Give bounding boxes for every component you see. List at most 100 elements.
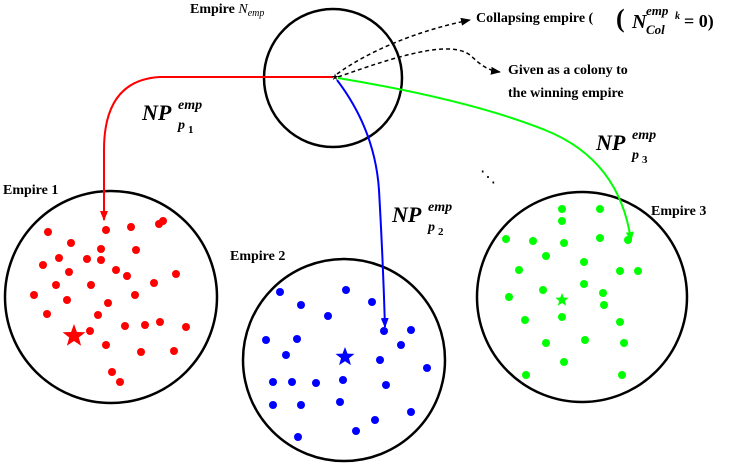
empire-3-circle (475, 190, 689, 404)
colony-dot (624, 236, 632, 244)
empire-1-colonies (30, 217, 190, 386)
colony-dot (293, 335, 301, 343)
collapsing-eq: = 0) (684, 11, 714, 32)
colony-dot (581, 336, 589, 344)
given-colony-line1: Given as a colony to (508, 63, 628, 78)
colony-dot (102, 226, 110, 234)
svg-text:1: 1 (188, 124, 194, 136)
colony-dot (102, 341, 110, 349)
colony-dot (269, 401, 277, 409)
colony-dot (87, 281, 95, 289)
colony-dot (282, 351, 290, 359)
colony-dot (522, 371, 530, 379)
svg-text:NP: NP (391, 202, 422, 227)
colony-dot (529, 237, 537, 245)
colony-dot (262, 336, 270, 344)
colony-dot (423, 364, 431, 372)
colony-dot (86, 327, 94, 335)
weakest-empire-label: Empire Nemp (190, 2, 264, 19)
colony-dot (94, 311, 102, 319)
colony-dot (159, 217, 167, 225)
colony-dot (560, 239, 568, 247)
colony-dot (97, 245, 105, 253)
colony-dot (616, 267, 624, 275)
colony-dot (502, 235, 510, 243)
colony-dot (352, 427, 360, 435)
colony-dot (382, 381, 390, 389)
colony-dot (67, 239, 75, 247)
colony-dot (376, 356, 384, 364)
colony-dot (596, 205, 604, 213)
given-colony-line2: the winning empire (508, 86, 624, 101)
empire-1-imperialist-star (62, 324, 86, 346)
colony-dot (104, 299, 112, 307)
colony-dot (121, 322, 129, 330)
colony-dot (141, 321, 149, 329)
colony-dot (127, 223, 135, 231)
colony-dot (131, 291, 139, 299)
colony-dot (44, 228, 52, 236)
colony-dot (558, 217, 566, 225)
colony-dot (182, 323, 190, 331)
colony-dot (539, 286, 547, 294)
probability-label-2: NP emp p 2 (391, 200, 452, 238)
colony-dot (30, 291, 38, 299)
collapsing-prefix: Collapsing empire ( (476, 11, 594, 26)
colony-dot (39, 261, 47, 269)
probability-label-1: NP emp p 1 (141, 98, 202, 136)
colony-dot (342, 286, 350, 294)
empire-3-imperialist-star (555, 293, 569, 306)
empire-3-colonies (502, 205, 642, 379)
colony-dot (132, 246, 140, 254)
colony-dot (407, 326, 415, 334)
colony-dot (324, 312, 332, 320)
colony-dot (560, 358, 568, 366)
svg-text:p: p (631, 148, 639, 163)
colony-dot (521, 316, 529, 324)
svg-text:NP: NP (595, 130, 626, 155)
colony-dot (380, 327, 388, 335)
colony-dot (620, 339, 628, 347)
weakest-empire-label-sub: emp (248, 8, 265, 19)
empire-1-label: Empire 1 (3, 183, 58, 198)
svg-text:p: p (427, 220, 435, 235)
colony-dot (515, 266, 523, 274)
more-empires-ellipsis: ⋱ (480, 169, 496, 186)
collapsing-open-paren: ( (616, 4, 625, 33)
colony-dot (542, 252, 550, 260)
colony-dot (542, 339, 550, 347)
source-colony-star: ★ (331, 72, 339, 82)
collapsing-sup: emp (646, 3, 669, 18)
colony-dot (83, 255, 91, 263)
colony-dot (123, 272, 131, 280)
colony-dot (297, 301, 305, 309)
colony-dot (312, 379, 320, 387)
probability-label-3: NP emp p 3 (595, 128, 656, 166)
colony-dot (580, 280, 588, 288)
svg-text:emp: emp (178, 98, 202, 113)
colony-dot (634, 267, 642, 275)
collapse-dashed-arrow (336, 17, 471, 75)
colony-dot (52, 281, 60, 289)
svg-text:3: 3 (642, 154, 648, 166)
weakest-empire-label-prefix: Empire (190, 2, 238, 17)
svg-text:p: p (177, 118, 185, 133)
colony-dot (116, 378, 124, 386)
colony-dot (294, 433, 302, 441)
empire-3-label: Empire 3 (651, 204, 706, 219)
colony-dot (616, 318, 624, 326)
colony-dot (368, 298, 376, 306)
colony-dot (150, 279, 158, 287)
colony-dot (397, 341, 405, 349)
collapsing-sup-sub: k (675, 11, 680, 22)
colony-dot (336, 398, 344, 406)
colony-dot (108, 368, 116, 376)
empire-2-label: Empire 2 (230, 249, 285, 264)
colony-dot (558, 205, 566, 213)
svg-text:emp: emp (428, 200, 452, 215)
empire-1-circle (3, 189, 219, 405)
colony-dot (269, 378, 277, 386)
colony-dot (65, 268, 73, 276)
colony-dot (599, 289, 607, 297)
